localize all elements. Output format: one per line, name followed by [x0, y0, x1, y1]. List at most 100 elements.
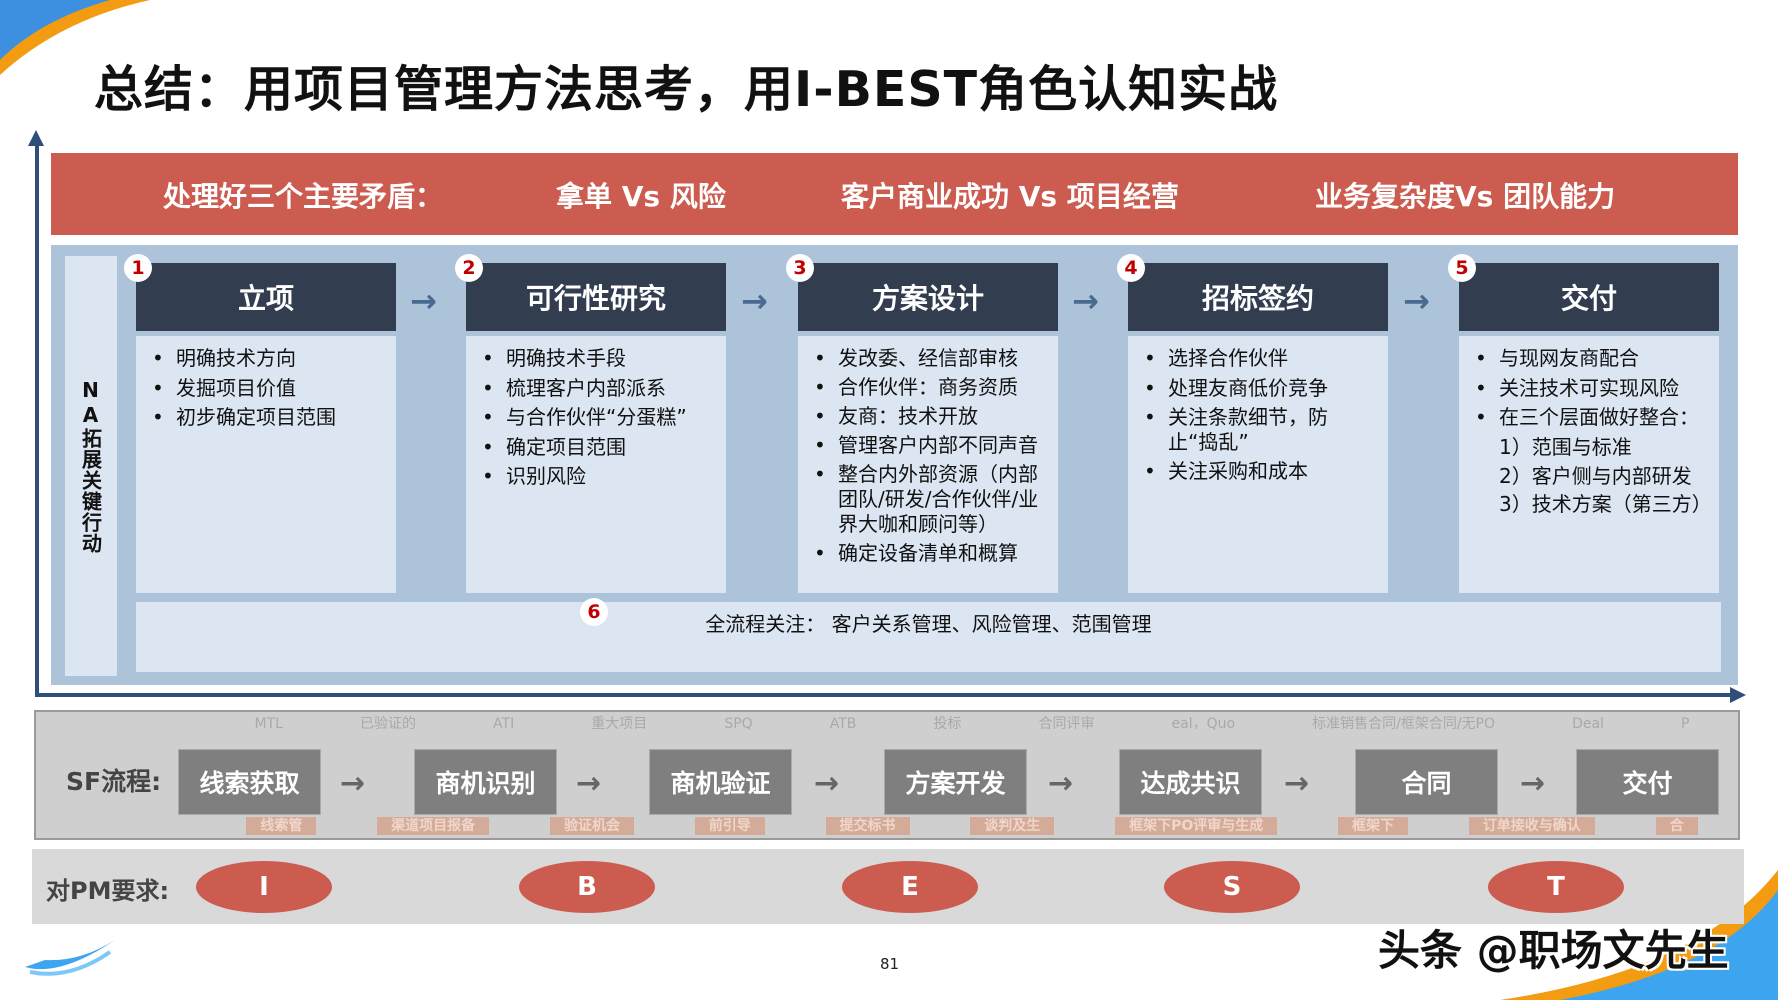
- sf-background-label: Deal: [1572, 716, 1604, 732]
- step-number-badge: 5: [1448, 254, 1476, 282]
- sf-step: 合同: [1355, 749, 1498, 815]
- list-item: 关注技术可实现风险: [1473, 374, 1709, 404]
- sf-background-label: 渠道项目报备: [377, 817, 490, 835]
- stage-actions-list: 发改委、经信部审核 合作伙伴：商务资质 友商：技术开放 管理客户内部不同声音 整…: [798, 336, 1058, 593]
- sf-background-label: 标准销售合同/框架合同/无PO: [1312, 716, 1496, 732]
- sf-background-label: MTL: [254, 716, 283, 732]
- sf-step: 方案开发: [884, 749, 1027, 815]
- list-item: 明确技术手段: [480, 344, 716, 374]
- step-number-badge: 6: [580, 598, 608, 626]
- stage-actions-list: 与现网友商配合 关注技术可实现风险 在三个层面做好整合： 1）范围与标准 2）客…: [1459, 336, 1719, 593]
- stage-header: 可行性研究: [466, 263, 726, 331]
- list-item: 识别风险: [480, 462, 716, 492]
- arrow-right-icon: →: [340, 766, 366, 801]
- stage-header: 交付: [1459, 263, 1719, 331]
- axis-arrow-up-icon: [28, 130, 44, 146]
- ibest-badge: S: [1164, 861, 1300, 913]
- list-item: 关注采购和成本: [1142, 457, 1378, 487]
- ibest-badge: B: [519, 861, 655, 913]
- sf-background-label: 合: [1655, 817, 1698, 835]
- list-item: 发掘项目价值: [150, 374, 386, 404]
- arrow-right-icon: →: [576, 766, 602, 801]
- list-item: 整合内外部资源（内部团队/研发/合作伙伴/业界大咖和顾问等）: [812, 462, 1048, 537]
- sf-label: SF流程:: [66, 767, 162, 796]
- list-item: 管理客户内部不同声音: [812, 433, 1048, 458]
- banner-item: 业务复杂度Vs 团队能力: [1315, 180, 1616, 213]
- ibest-badge: I: [196, 861, 332, 913]
- list-item: 确定项目范围: [480, 433, 716, 463]
- banner-label: 处理好三个主要矛盾：: [163, 180, 444, 213]
- sf-step: 商机识别: [414, 749, 557, 815]
- sf-background-labels-bottom: 线索管 渠道项目报备 验证机会 前引导 提交标书 谈判及生 框架下PO评审与生成…: [216, 816, 1728, 836]
- sf-background-label: 已验证的: [360, 716, 416, 732]
- stage-header: 招标签约: [1128, 263, 1388, 331]
- sf-background-label: 提交标书: [825, 817, 910, 835]
- sf-background-label: 重大项目: [591, 716, 648, 732]
- list-subitem: 3）技术方案（第三方）: [1499, 491, 1712, 516]
- arrow-right-icon: →: [410, 282, 437, 320]
- list-item: 选择合作伙伴: [1142, 344, 1378, 374]
- horizontal-axis: [35, 693, 1735, 697]
- page-number: 81: [880, 955, 900, 973]
- stage-actions-list: 明确技术方向 发掘项目价值 初步确定项目范围: [136, 336, 396, 593]
- sf-background-label: 框架下PO评审与生成: [1115, 817, 1278, 835]
- sf-background-label: 投标: [933, 716, 962, 732]
- contradictions-banner: 处理好三个主要矛盾： 拿单 Vs 风险 客户商业成功 Vs 项目经营 业务复杂度…: [51, 153, 1738, 235]
- sf-background-label: 框架下: [1338, 817, 1409, 835]
- list-subitem: 1）范围与标准: [1499, 434, 1632, 459]
- vertical-axis: [35, 140, 39, 696]
- list-item: 处理友商低价竞争: [1142, 374, 1378, 404]
- stage-header: 立项: [136, 263, 396, 331]
- list-item: 关注条款细节，防止“捣乱”: [1142, 403, 1378, 457]
- arrow-right-icon: →: [741, 282, 768, 320]
- sf-background-label: SPQ: [724, 716, 753, 732]
- sf-background-label: 验证机会: [549, 817, 634, 835]
- corner-decoration: [1500, 870, 1778, 1000]
- stage-actions-list: 选择合作伙伴 处理友商低价竞争 关注条款细节，防止“捣乱” 关注采购和成本: [1128, 336, 1388, 593]
- sf-background-label: 谈判及生: [970, 817, 1055, 835]
- sf-step: 商机验证: [649, 749, 792, 815]
- sf-background-label: ATB: [829, 716, 857, 732]
- list-item: 在三个层面做好整合：: [1473, 403, 1709, 433]
- sf-step: 线索获取: [178, 749, 321, 815]
- arrow-right-icon: →: [814, 766, 840, 801]
- axis-arrow-right-icon: [1730, 687, 1746, 703]
- step-number-badge: 2: [455, 254, 483, 282]
- step-number-badge: 4: [1117, 254, 1145, 282]
- step-number-badge: 1: [124, 254, 152, 282]
- sf-background-label: eal，Quo: [1171, 716, 1236, 732]
- arrow-right-icon: →: [1520, 766, 1546, 801]
- all-process-focus: 全流程关注： 客户关系管理、风险管理、范围管理: [136, 602, 1721, 672]
- list-item: 与现网友商配合: [1473, 344, 1709, 374]
- list-item: 发改委、经信部审核: [812, 346, 1048, 371]
- list-subitem: 2）客户侧与内部研发: [1499, 464, 1692, 488]
- list-item: 合作伙伴：商务资质: [812, 375, 1048, 400]
- sf-background-label: 合同评审: [1038, 716, 1095, 732]
- list-item: 确定设备清单和概算: [812, 541, 1048, 566]
- arrow-right-icon: →: [1403, 282, 1430, 320]
- list-item: 友商：技术开放: [812, 404, 1048, 429]
- list-item: 明确技术方向: [150, 344, 386, 374]
- banner-item: 客户商业成功 Vs 项目经营: [841, 180, 1179, 213]
- arrow-right-icon: →: [1284, 766, 1310, 801]
- sf-step: 达成共识: [1119, 749, 1262, 815]
- logo-icon: [25, 940, 115, 976]
- step-number-badge: 3: [786, 254, 814, 282]
- sf-background-label: P: [1680, 716, 1690, 732]
- sf-step: 交付: [1576, 749, 1719, 815]
- ibest-badge: E: [842, 861, 978, 913]
- sf-background-label: ATI: [493, 716, 515, 732]
- list-item: 梳理客户内部派系: [480, 374, 716, 404]
- pm-label: 对PM要求:: [46, 877, 170, 905]
- sf-background-labels-top: MTL 已验证的 ATI 重大项目 SPQ ATB 投标 合同评审 eal，Qu…: [216, 714, 1728, 734]
- side-label: NA拓展关键行动: [65, 256, 117, 676]
- sf-background-label: 前引导: [694, 817, 765, 835]
- banner-item: 拿单 Vs 风险: [556, 180, 726, 213]
- list-item: 与合作伙伴“分蛋糕”: [480, 403, 716, 433]
- sf-background-label: 订单接收与确认: [1468, 817, 1595, 835]
- list-item: 初步确定项目范围: [150, 403, 386, 433]
- sf-background-label: 线索管: [246, 817, 317, 835]
- corner-decoration: [0, 0, 150, 75]
- arrow-right-icon: →: [1072, 282, 1099, 320]
- ibest-badge: T: [1488, 861, 1624, 913]
